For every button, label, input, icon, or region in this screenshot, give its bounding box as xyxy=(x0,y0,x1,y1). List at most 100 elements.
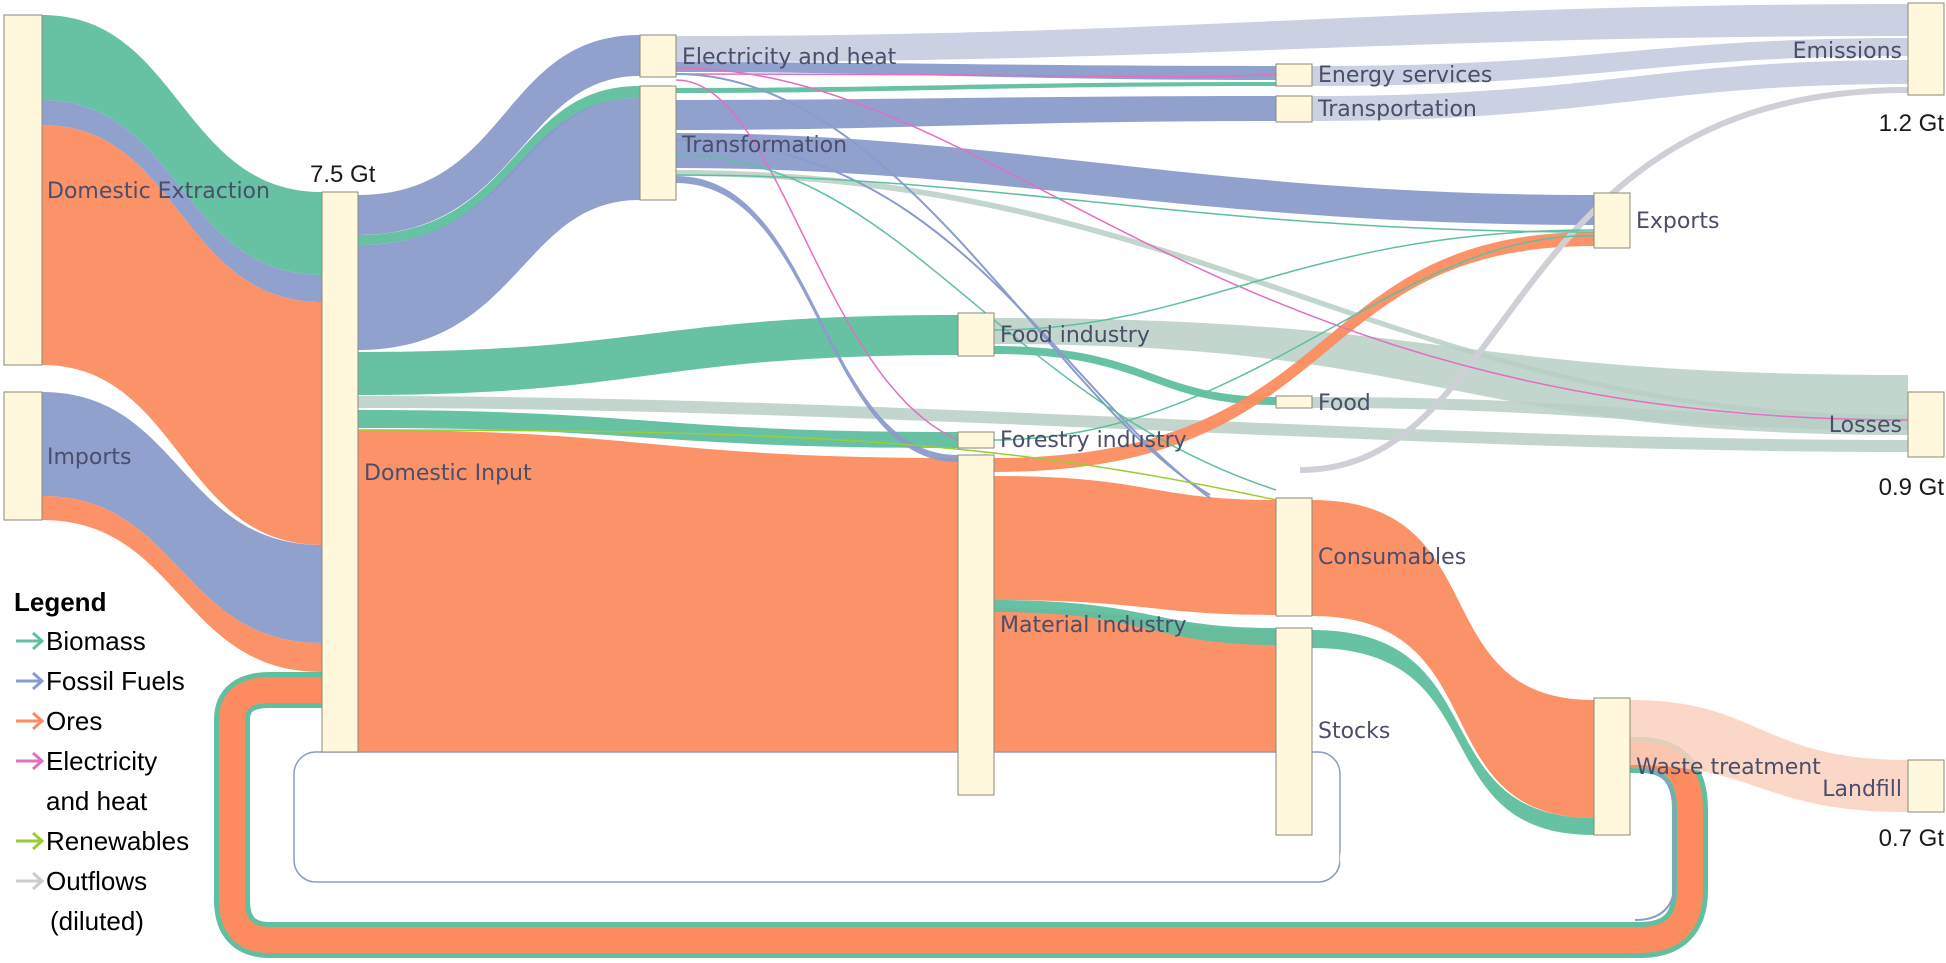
legend-label: Electricity xyxy=(46,746,157,776)
label-transformation: Transformation xyxy=(681,133,847,158)
flow-biomass-thread-2 xyxy=(993,229,1595,331)
flow-input-electricity xyxy=(358,35,640,235)
node-imports[interactable] xyxy=(3,391,43,521)
flow-electricity-thread-1 xyxy=(675,67,1909,421)
loop-gap-right xyxy=(1340,835,1656,882)
flow-energyservices-emissions xyxy=(1312,38,1908,86)
flow-biomass-thread-3 xyxy=(993,235,1595,441)
flow-renewables-thread xyxy=(357,429,1277,501)
flow-transformation-losses xyxy=(676,170,1908,420)
legend-label: Ores xyxy=(46,706,102,736)
legend-label: Renewables xyxy=(46,826,189,856)
flow-recycling-loop-ores xyxy=(219,677,1703,953)
flow-extraction-biomass xyxy=(42,15,322,275)
legend-label: Outflows xyxy=(46,866,147,896)
label-landfill: Landfill xyxy=(1822,777,1902,802)
node-landfill[interactable] xyxy=(1907,759,1945,813)
arrow-right-icon xyxy=(16,871,45,891)
label-imports: Imports xyxy=(47,445,131,470)
label-food-industry: Food industry xyxy=(1000,323,1150,348)
flow-transportation-emissions xyxy=(1312,60,1908,121)
node-domestic-input[interactable] xyxy=(321,191,359,753)
label-electricity-heat: Electricity and heat xyxy=(682,45,897,70)
flow-transformation-energyservices xyxy=(676,82,1276,93)
node-stocks[interactable] xyxy=(1275,627,1313,836)
legend-label-line2: (diluted) xyxy=(50,906,144,936)
flow-input-losses xyxy=(358,396,1908,452)
total-emissions: 1.2 Gt xyxy=(1879,110,1945,137)
node-labels: Domestic Extraction Imports Domestic Inp… xyxy=(47,39,1902,802)
label-forestry-industry: Forestry industry xyxy=(1000,428,1187,453)
label-waste-treatment: Waste treatment xyxy=(1636,755,1821,780)
nodes xyxy=(3,2,1945,836)
node-transformation[interactable] xyxy=(639,85,677,201)
node-forestry-industry[interactable] xyxy=(957,431,995,449)
arrow-right-icon xyxy=(16,671,45,691)
flow-foodindustry-losses xyxy=(994,318,1908,435)
arrow-right-icon xyxy=(16,711,45,731)
node-food-industry[interactable] xyxy=(957,312,995,357)
flow-electricity-thread-2 xyxy=(675,79,959,441)
node-domestic-extraction[interactable] xyxy=(3,14,43,366)
legend-item-ores: Ores xyxy=(16,706,102,736)
node-material-industry[interactable] xyxy=(957,454,995,796)
flow-outflows-emissions xyxy=(1299,87,1909,473)
flow-input-material xyxy=(358,430,958,795)
flow-electricity-emissions xyxy=(676,4,1908,62)
flow-biomass-thread-1 xyxy=(675,174,1595,233)
node-consumables[interactable] xyxy=(1275,497,1313,617)
flow-electricity-energyservices xyxy=(676,62,1276,80)
flow-food-losses xyxy=(1312,397,1908,430)
flow-input-food-industry xyxy=(358,315,958,395)
legend-label: Biomass xyxy=(46,626,146,656)
flow-imports-fossil xyxy=(42,392,322,643)
node-energy-services[interactable] xyxy=(1275,63,1313,87)
label-stocks: Stocks xyxy=(1318,719,1390,744)
flow-consumables-waste xyxy=(1312,500,1594,818)
flows xyxy=(42,4,1909,958)
label-transportation: Transportation xyxy=(1317,97,1477,122)
flow-material-consumables xyxy=(994,476,1276,615)
legend-item-outflows: Outflows (diluted) xyxy=(16,866,147,936)
legend-item-fossil-fuels: Fossil Fuels xyxy=(16,666,185,696)
node-emissions[interactable] xyxy=(1907,2,1945,96)
flow-material-stocks-biomass xyxy=(994,600,1276,645)
label-exports: Exports xyxy=(1636,209,1719,234)
label-food: Food xyxy=(1318,391,1371,416)
totals: 7.5 Gt 1.2 Gt 0.9 Gt 0.7 Gt xyxy=(310,110,1944,852)
arrow-right-icon xyxy=(16,831,45,851)
label-energy-services: Energy services xyxy=(1318,63,1492,88)
legend-label-line2: and heat xyxy=(46,786,148,816)
flow-fossil-thread-2 xyxy=(675,73,1211,496)
legend-label: Fossil Fuels xyxy=(46,666,185,696)
node-exports[interactable] xyxy=(1593,192,1631,249)
node-electricity-heat[interactable] xyxy=(639,34,677,78)
flow-transformation-transportation xyxy=(676,96,1276,130)
flow-recycling-inner xyxy=(1634,769,1676,921)
legend-title: Legend xyxy=(14,587,106,617)
flow-extraction-ores xyxy=(42,125,322,545)
flow-transformation-exports xyxy=(676,133,1594,225)
flow-biomass-thread-4 xyxy=(675,154,1277,491)
total-domestic-input: 7.5 Gt xyxy=(310,161,376,188)
label-domestic-extraction: Domestic Extraction xyxy=(47,179,270,204)
total-losses: 0.9 Gt xyxy=(1879,474,1945,501)
flow-waste-landfill xyxy=(1630,700,1908,812)
arrow-right-icon xyxy=(16,631,45,651)
flow-fossil-thread-1 xyxy=(675,139,1211,499)
label-material-industry: Material industry xyxy=(1000,613,1186,638)
label-losses: Losses xyxy=(1829,413,1902,438)
flow-foodindustry-food xyxy=(994,346,1276,405)
node-transportation[interactable] xyxy=(1275,95,1313,123)
legend-item-renewables: Renewables xyxy=(16,826,189,856)
flow-extraction-fossil xyxy=(42,100,322,302)
total-landfill: 0.7 Gt xyxy=(1879,825,1945,852)
node-losses[interactable] xyxy=(1907,391,1945,458)
flow-imports-ores xyxy=(42,496,322,672)
label-consumables: Consumables xyxy=(1318,545,1466,570)
node-waste-treatment[interactable] xyxy=(1593,697,1631,836)
label-domestic-input: Domestic Input xyxy=(364,461,532,486)
legend-item-biomass: Biomass xyxy=(16,626,146,656)
node-food[interactable] xyxy=(1275,395,1313,409)
